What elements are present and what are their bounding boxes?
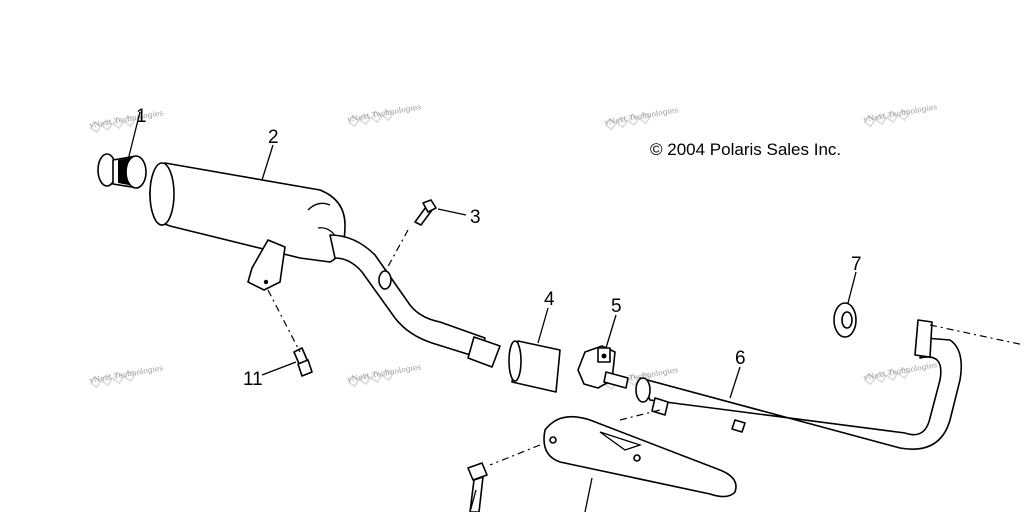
callout-5: 5	[611, 296, 622, 317]
callout-7: 7	[851, 254, 862, 275]
part-bolt-11	[293, 347, 313, 377]
watermark: ◇◇◇◇ vNext Technologies	[862, 102, 938, 130]
watermark: ◇◇◇◇ vNext Technologies	[862, 360, 938, 388]
callout-6: 6	[735, 348, 746, 369]
copyright-notice: © 2004 Polaris Sales Inc.	[650, 140, 841, 159]
watermark: ◇◇◇◇ vNext Technologies	[88, 363, 164, 391]
watermark: ◇◇◇◇ vNext Technologies	[346, 362, 422, 390]
part-gasket	[833, 302, 857, 338]
part-bolt-3	[414, 199, 437, 226]
part-sleeve	[508, 340, 561, 393]
watermark: ◇◇◇◇ vNext Technologies	[603, 105, 679, 133]
callouts: 1 2 3 4 5 6 7 11	[136, 106, 862, 390]
part-clamp	[577, 345, 629, 389]
callout-1: 1	[136, 106, 147, 127]
part-muffler	[149, 162, 501, 368]
watermark: ◇◇◇◇ vNext Technologies	[346, 102, 422, 130]
callout-2: 2	[268, 127, 279, 148]
part-bolt-lower	[467, 462, 488, 513]
callout-4: 4	[544, 289, 555, 310]
watermark: ◇◇◇◇ vNext Technologies	[88, 108, 164, 136]
callout-3: 3	[470, 207, 481, 228]
leader-lines	[127, 111, 857, 513]
part-end-cap	[97, 153, 147, 189]
part-heat-shield	[543, 415, 737, 498]
assembly-lines	[267, 229, 1024, 466]
callout-11: 11	[243, 369, 263, 390]
part-head-pipe	[635, 319, 963, 450]
